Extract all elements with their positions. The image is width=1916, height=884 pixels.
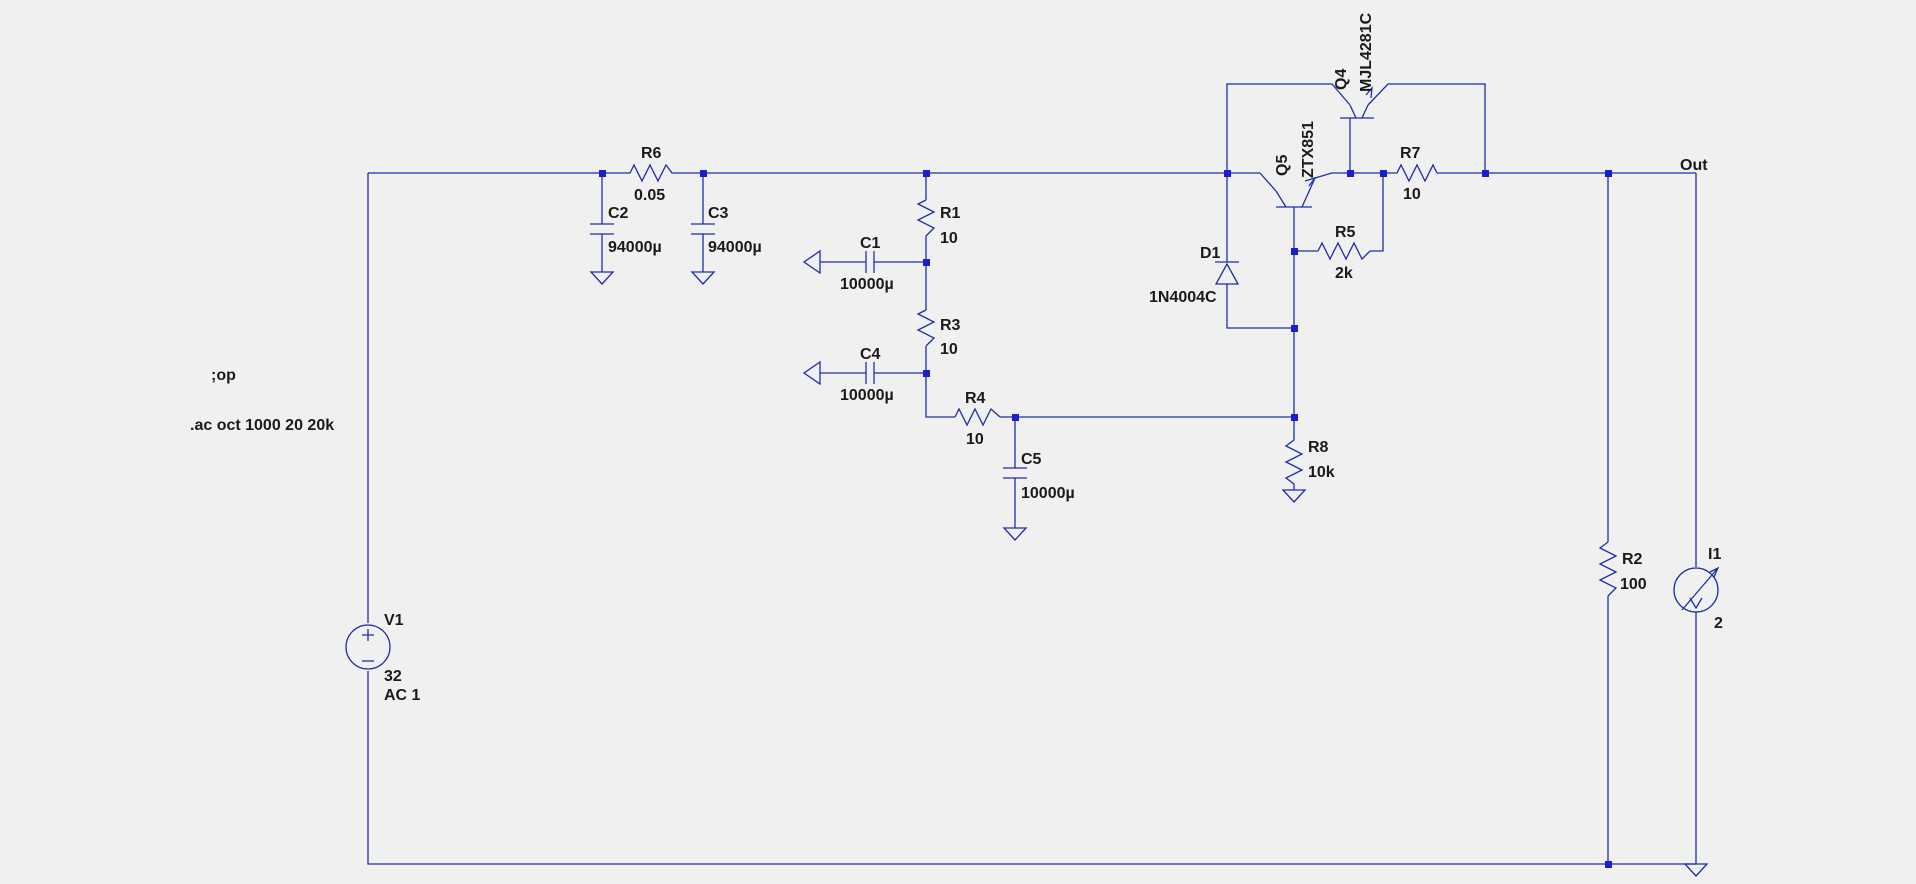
r3-name: R3 xyxy=(940,317,961,334)
r8-name: R8 xyxy=(1308,439,1329,456)
r6-symbol[interactable] xyxy=(602,163,703,183)
r4-name: R4 xyxy=(965,390,986,407)
c5-symbol[interactable] xyxy=(1003,467,1027,479)
q4-symbol[interactable] xyxy=(1340,86,1374,119)
v1-symbol[interactable] xyxy=(345,624,391,670)
wire-r3-bottom xyxy=(925,346,955,418)
r1-value: 10 xyxy=(940,230,958,247)
r4-value: 10 xyxy=(966,431,984,448)
q4-name: Q4 xyxy=(1333,69,1350,90)
c2-name: C2 xyxy=(608,205,629,222)
ground-c4 xyxy=(802,360,821,386)
wires xyxy=(367,83,1697,865)
c4-name: C4 xyxy=(860,346,881,363)
ground-c3 xyxy=(690,271,716,285)
wire-q5-collector xyxy=(1259,172,1277,192)
junctions xyxy=(599,170,1612,868)
q5-value: ZTX851 xyxy=(1300,121,1317,178)
ground-c5 xyxy=(1002,527,1028,541)
r5-name: R5 xyxy=(1335,224,1356,241)
r2-value: 100 xyxy=(1620,576,1647,593)
d1-name: D1 xyxy=(1200,245,1221,262)
r6-value: 0.05 xyxy=(634,187,665,204)
r7-symbol[interactable] xyxy=(1383,163,1438,183)
c3-symbol[interactable] xyxy=(691,223,715,235)
r2-name: R2 xyxy=(1622,551,1643,568)
r8-symbol[interactable] xyxy=(1284,439,1304,490)
r2-symbol[interactable] xyxy=(1598,541,1618,597)
r5-value: 2k xyxy=(1335,265,1353,282)
q5-symbol[interactable] xyxy=(1275,176,1317,208)
c3-name: C3 xyxy=(708,205,729,222)
r8-value: 10k xyxy=(1308,464,1335,481)
q5-name: Q5 xyxy=(1274,155,1291,176)
c3-value: 94000µ xyxy=(708,239,762,256)
directive-op[interactable]: ;op xyxy=(211,367,236,384)
r1-name: R1 xyxy=(940,205,961,222)
wire-v1-bottom xyxy=(367,671,1696,865)
r3-value: 10 xyxy=(940,341,958,358)
c5-value: 10000µ xyxy=(1021,485,1075,502)
r7-name: R7 xyxy=(1400,145,1421,162)
r4-symbol[interactable] xyxy=(954,407,1001,427)
i1-symbol[interactable] xyxy=(1673,566,1720,613)
i1-value: 2 xyxy=(1714,615,1723,632)
c1-symbol[interactable] xyxy=(865,251,875,273)
q4-value: MJL4281C xyxy=(1358,12,1375,92)
d1-symbol[interactable] xyxy=(1214,261,1240,285)
d1-value: 1N4004C xyxy=(1149,289,1217,306)
c2-symbol[interactable] xyxy=(590,223,614,235)
wire-d1-bottom xyxy=(1226,284,1294,329)
wire-r5-right xyxy=(1370,173,1384,252)
r6-name: R6 xyxy=(641,145,662,162)
ground-r8 xyxy=(1281,489,1307,503)
v1-name: V1 xyxy=(384,612,404,629)
c4-value: 10000µ xyxy=(840,387,894,404)
v1-ac: AC 1 xyxy=(384,687,421,704)
i1-name: I1 xyxy=(1708,546,1721,563)
ground-c1 xyxy=(802,249,821,275)
wire-q4-emitter xyxy=(1367,83,1486,173)
net-label-out[interactable]: Out xyxy=(1680,157,1708,174)
c2-value: 94000µ xyxy=(608,239,662,256)
r5-symbol[interactable] xyxy=(1317,241,1371,261)
r7-value: 10 xyxy=(1403,186,1421,203)
r1-symbol[interactable] xyxy=(916,199,936,237)
c4-symbol[interactable] xyxy=(865,362,875,384)
v1-value: 32 xyxy=(384,668,402,685)
c1-name: C1 xyxy=(860,235,881,252)
c5-name: C5 xyxy=(1021,451,1042,468)
wire-q5-emitter xyxy=(1314,172,1383,179)
ground-c2 xyxy=(589,271,615,285)
directive-ac[interactable]: .ac oct 1000 20 20k xyxy=(190,417,334,434)
wire-q4-collector xyxy=(1226,83,1351,173)
ground-i1 xyxy=(1683,863,1709,877)
c1-value: 10000µ xyxy=(840,276,894,293)
r3-symbol[interactable] xyxy=(916,309,936,347)
